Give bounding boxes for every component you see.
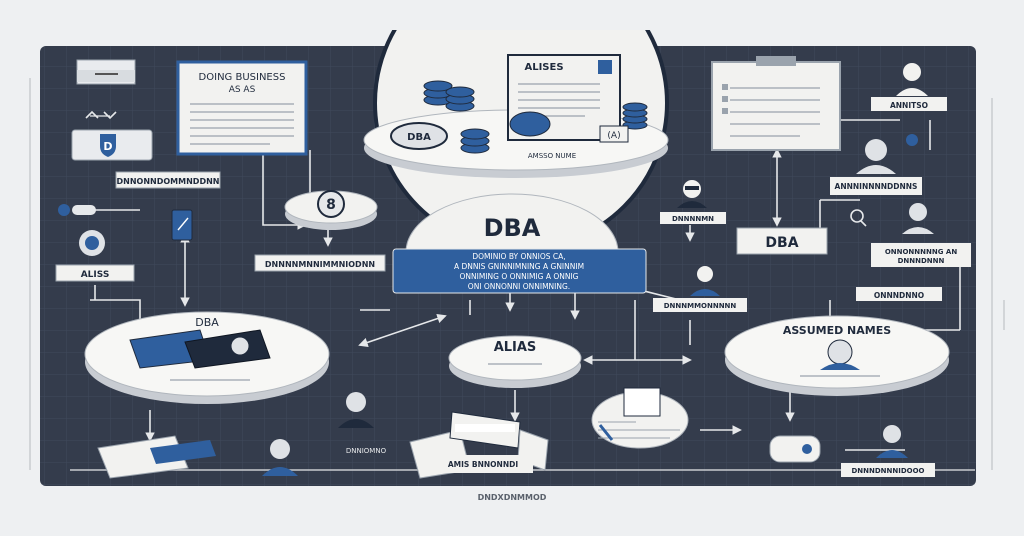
- tag-center-1-text: DNNNNMNNIMMNIODNN: [265, 260, 375, 269]
- dba-box-right-text: DBA: [765, 235, 798, 251]
- footer-caption: DNDXDNMMOD: [478, 493, 547, 502]
- tag-person-right-text: DNNNNMN: [672, 215, 714, 223]
- tag-center-1: DNNNNMNNIMMNIODNN: [254, 254, 386, 272]
- coin-8-icon: 8: [284, 190, 378, 230]
- blue-note-line-3: ONNIMING O ONNIMIG A ONNIG: [460, 272, 579, 281]
- tag-right-2: ONNONNNNNG AN DNNNDNNN: [871, 243, 971, 267]
- tag-dba-book-text: DNNIOMNO: [346, 447, 387, 455]
- blue-note-line-4: ONI ONNONNI ONNIMNING.: [468, 282, 570, 291]
- tag-right-2-sub: DNNNDNNN: [898, 257, 945, 265]
- paper-stack-bottom-left: [97, 435, 216, 479]
- blue-note-line-2: A DNNIS GNINNIMNING A GNINNIM: [454, 262, 584, 271]
- coin-8-letter: 8: [326, 197, 336, 213]
- tag-right-3: ONNNDNNO: [856, 287, 942, 301]
- dba-box-right: DBA: [736, 227, 828, 255]
- alias-oval-title: ALIAS: [494, 340, 537, 355]
- tag-alias-book-text: AMIS BNNONNDI: [448, 460, 518, 469]
- tag-person-center: DNNNMMONNNNN: [653, 298, 747, 312]
- assumed-names-title: ASSUMED NAMES: [783, 324, 891, 337]
- tag-right-1: ANNNINNNNDDNNS: [830, 177, 922, 195]
- as-as-subtitle: AS AS: [229, 85, 256, 95]
- person-icon-right-2: [856, 134, 918, 174]
- person-bottom-right: [876, 425, 908, 458]
- amsso-nume-text: AMSSO NUME: [528, 152, 576, 160]
- dba-coin-label: DBA: [407, 132, 431, 143]
- tag-left-1: DNNONNDOMMNDDNN: [115, 171, 221, 189]
- tag-annitso-text: ANNITSO: [890, 101, 928, 110]
- search-pin-icon: [850, 209, 867, 227]
- filing-drawer-icon: [76, 59, 136, 85]
- alises-title: ALISES: [524, 62, 563, 73]
- person-bottom-left-2: [262, 439, 298, 476]
- shield-letter: D: [103, 140, 112, 153]
- person-with-glasses-icon: [677, 180, 707, 208]
- sign-glyph: (A): [607, 131, 620, 141]
- tag-right-2-text: ONNONNNNNG AN: [885, 248, 958, 256]
- notification-device-icon: [769, 435, 821, 463]
- tag-right-4-text: DNNNDNNNIDOOO: [851, 467, 924, 475]
- dba-center-dome: DBA: [405, 193, 619, 253]
- person-icon-top-right: [896, 63, 928, 96]
- tag-right-1-text: ANNNINNNNDDNNS: [835, 182, 918, 191]
- blue-definition-note: DOMINIO BY ONNIOS CA, A DNNIS GNINNIMNIN…: [392, 248, 647, 294]
- tag-alias-book: AMIS BNNONNDI: [433, 455, 533, 473]
- aliss-sign-text: ALISS: [81, 270, 110, 280]
- assumed-names-oval: ASSUMED NAMES: [724, 315, 950, 396]
- shield-badge-icon: D: [71, 129, 153, 161]
- blue-note-line-1: DOMINIO BY ONNIOS CA,: [472, 252, 565, 261]
- aliss-sign: ALISS: [55, 264, 135, 282]
- direction-arrows-icon: [85, 110, 117, 120]
- tag-right-3-text: ONNNDNNO: [874, 291, 924, 300]
- dba-oval-left-title: DBA: [195, 316, 219, 329]
- person-bottom-left: [338, 392, 374, 428]
- tag-person-center-text: DNNNMMONNNNN: [664, 302, 737, 310]
- person-icon-center: [690, 266, 720, 296]
- envelope-document-icon: [591, 387, 689, 449]
- dba-center-title: DBA: [484, 214, 541, 242]
- tag-person-right: DNNNNMN: [660, 212, 726, 224]
- dba-oval-left: DBA: [84, 311, 330, 404]
- tag-annitso: ANNITSO: [871, 97, 947, 111]
- person-icon-right-3: [902, 203, 934, 234]
- tag-right-4: DNNNDNNNIDOOO: [841, 463, 935, 477]
- tag-dba-book: DNNIOMNO: [340, 443, 392, 455]
- tablet-icon: [171, 209, 193, 241]
- lightbulb-icon: [79, 230, 105, 256]
- toggle-key-icon: [58, 204, 96, 216]
- tag-left-1-text: DNNONNDOMMNDDNN: [117, 177, 220, 186]
- clipboard-document: [711, 56, 841, 151]
- doing-business-title: DOING BUSINESS: [199, 72, 286, 83]
- alias-oval: ALIAS: [448, 335, 582, 388]
- alises-scene: ALISES DBA (A) AMSSO NUME: [363, 54, 669, 178]
- doing-business-document: DOING BUSINESS AS AS: [176, 60, 308, 156]
